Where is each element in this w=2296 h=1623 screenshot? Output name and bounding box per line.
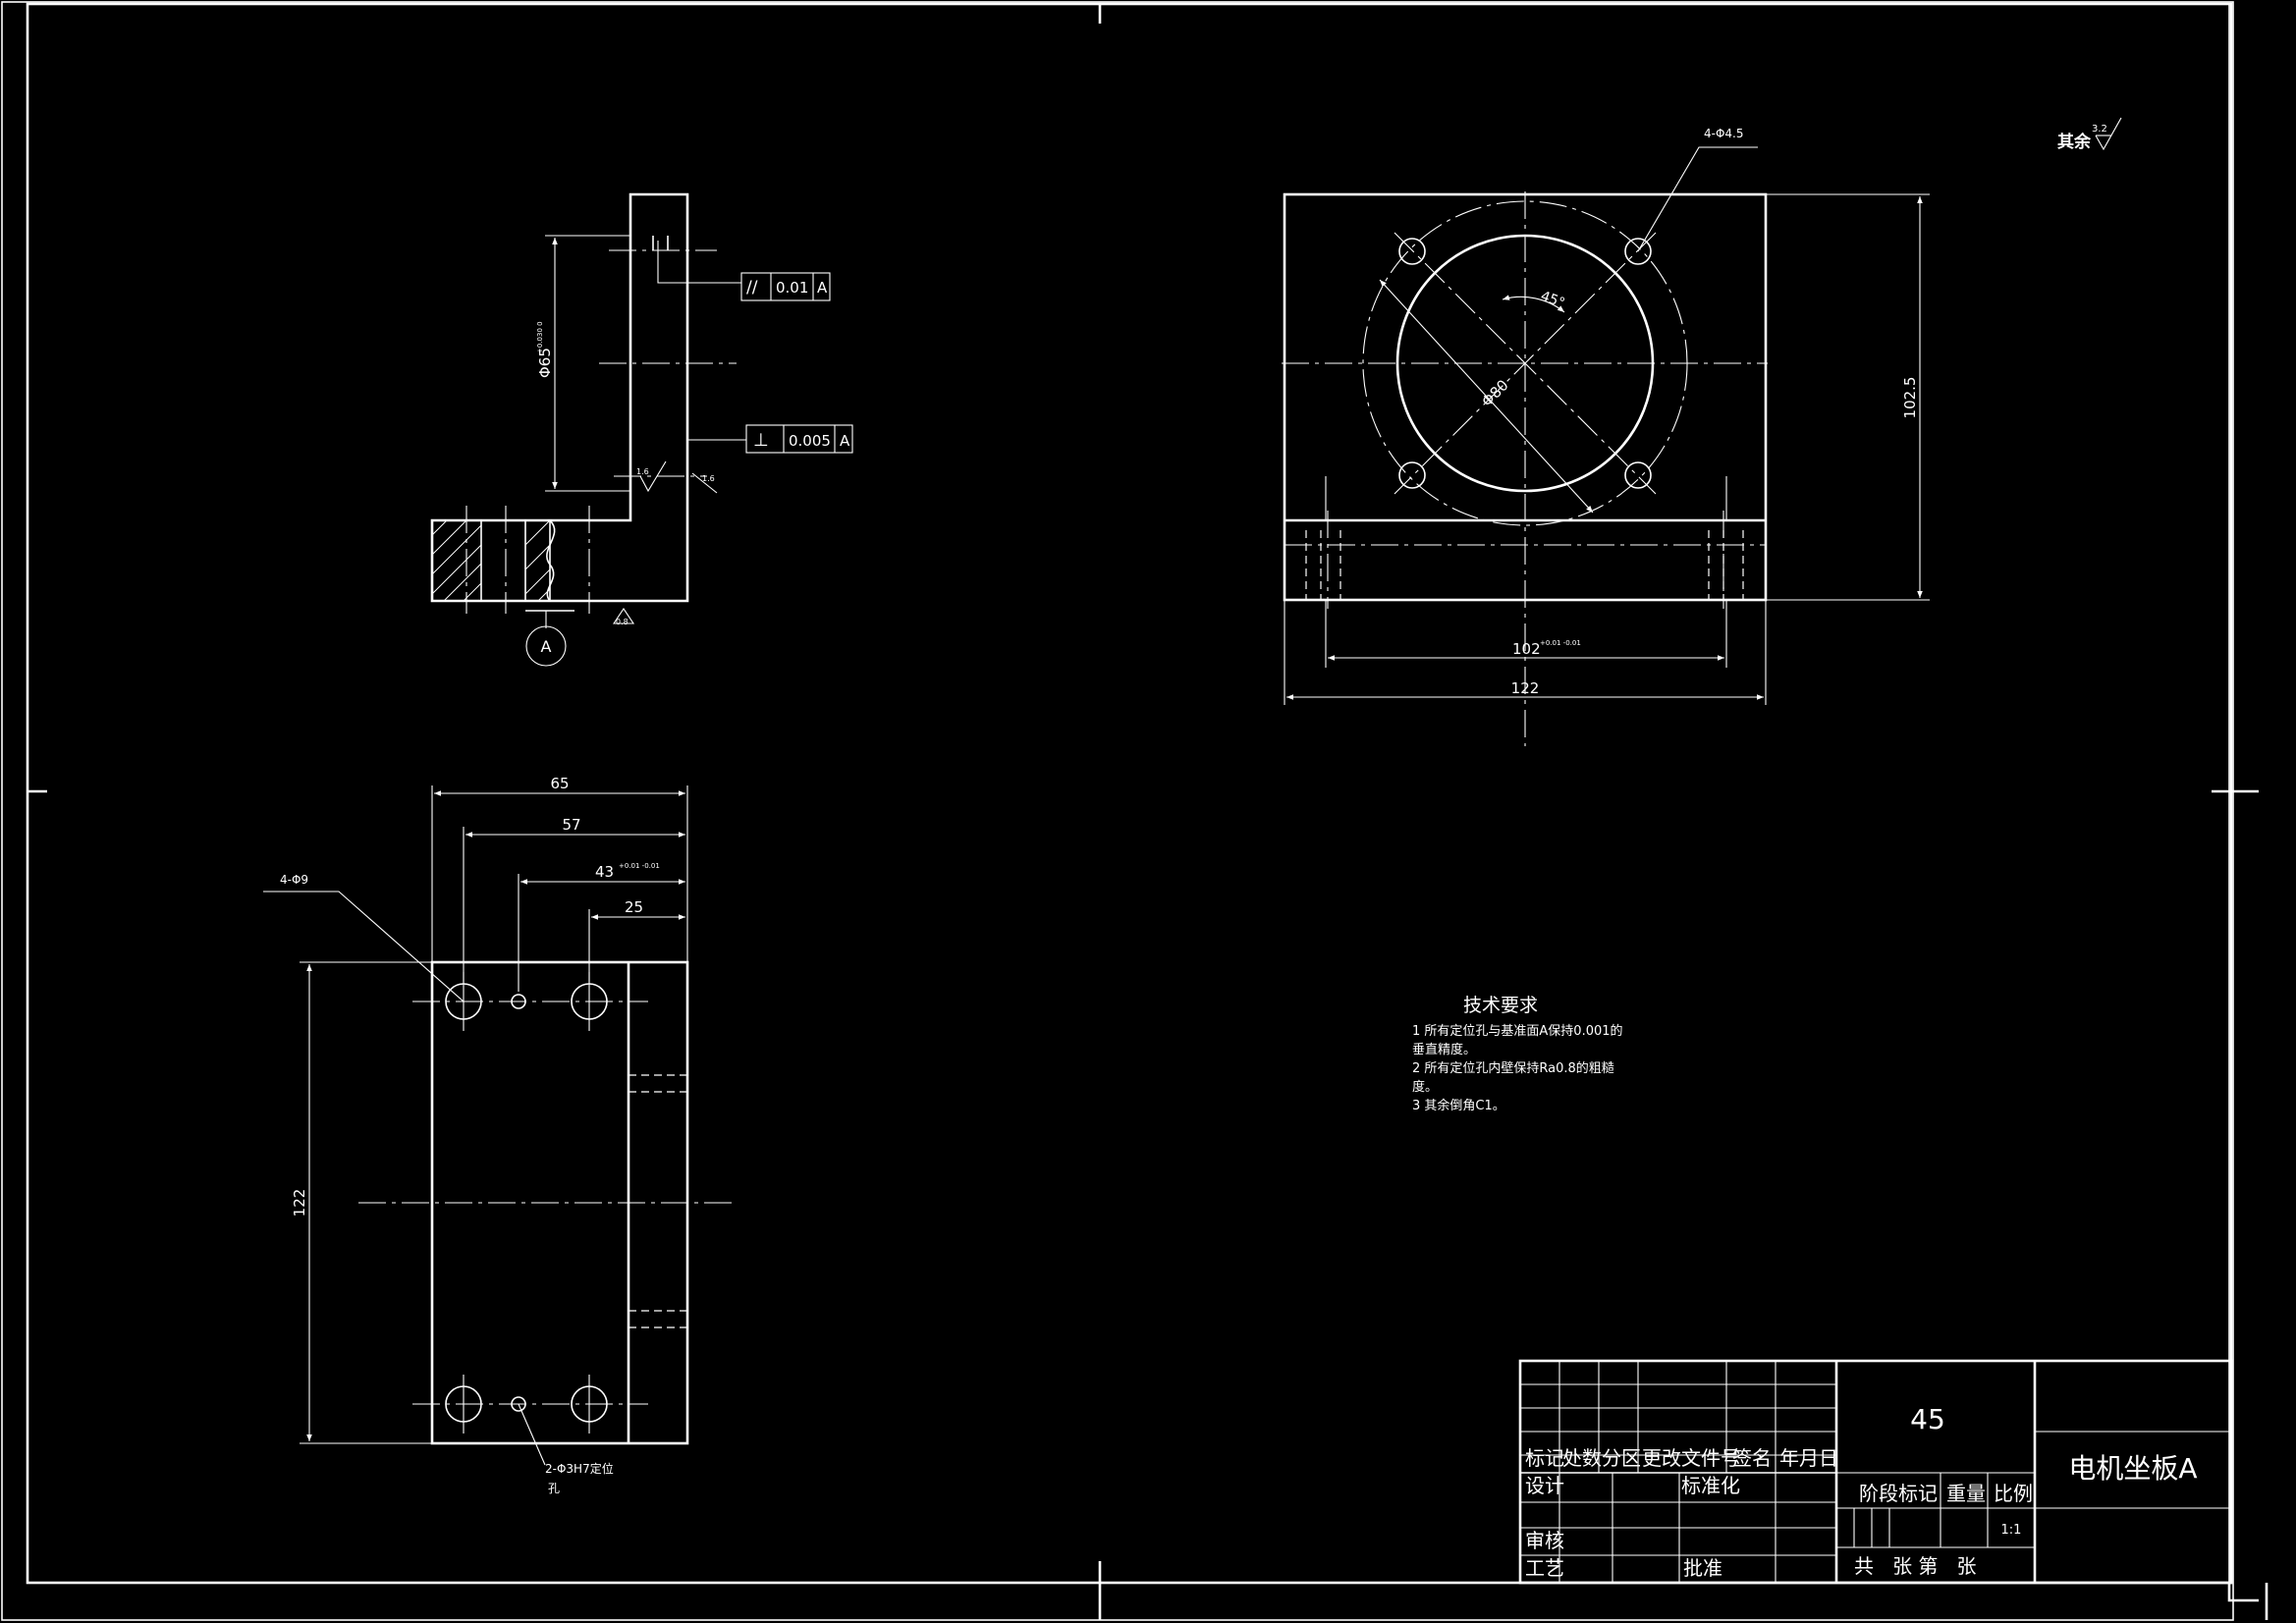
dim-57-label: 57 — [562, 816, 580, 834]
perpendicularity-frame: ⊥ 0.005 A — [745, 424, 853, 454]
dim-65-label: 65 — [550, 775, 569, 792]
roughness-2-value: 1.6 — [702, 474, 715, 483]
front-hole-callout: 4-Φ4.5 — [1704, 127, 1744, 140]
bolt-hole — [1398, 461, 1426, 489]
roughness-mark-3-icon — [612, 608, 635, 624]
pin-callout-line2: 孔 — [548, 1482, 560, 1495]
tb-scale-label: 比例 — [1994, 1482, 2033, 1505]
roughness-general-label: 其余 — [2057, 132, 2092, 152]
general-roughness-note: 其余 3.2 — [2057, 117, 2122, 152]
hole-spacing-tol: +0.01 -0.01 — [1540, 639, 1581, 647]
roughness-mark-2-icon — [691, 472, 718, 494]
tb-design-label: 设计 — [1525, 1474, 1564, 1497]
technical-requirements: 技术要求 1 所有定位孔与基准面A保持0.001的 垂直精度。 2 所有定位孔内… — [1412, 995, 1623, 1113]
pin-hole — [511, 1396, 526, 1412]
dim-122-label: 122 — [291, 1189, 308, 1217]
tb-stage-mark-label: 阶段标记 — [1859, 1482, 1938, 1505]
tb-header: 更改文件号 — [1642, 1446, 1740, 1470]
pin-callout-line1: 2-Φ3H7定位 — [545, 1461, 614, 1476]
tech-req-title: 技术要求 — [1463, 995, 1538, 1016]
front-view: 4-Φ4.5 45° Φ80 102.5 102 +0.01 -0.01 122 — [1282, 127, 1930, 746]
height-label: 102.5 — [1901, 377, 1919, 419]
width-label: 122 — [1511, 679, 1540, 697]
tb-weight-label: 重量 — [1946, 1482, 1986, 1505]
tech-req-line: 垂直精度。 — [1412, 1042, 1476, 1057]
bolt-hole — [1624, 461, 1652, 489]
roughness-3-value: 0.8 — [616, 618, 629, 626]
tech-req-line: 1 所有定位孔与基准面A保持0.001的 — [1412, 1023, 1623, 1039]
tech-req-line: 度。 — [1412, 1079, 1438, 1095]
bolt-hole — [1624, 238, 1652, 265]
datum-a-label: A — [541, 637, 552, 656]
top-hole-callout: 4-Φ9 — [280, 873, 308, 887]
bore-tol-label: +0.030 0 — [536, 321, 544, 353]
tb-material: 45 — [1910, 1403, 1945, 1435]
tb-scale-value: 1:1 — [2001, 1523, 2022, 1538]
perpendicularity-value: 0.005 — [789, 432, 831, 450]
tb-approve-label: 批准 — [1683, 1556, 1722, 1580]
side-view-hatching — [431, 519, 551, 602]
parallelism-frame: // 0.01 A — [740, 272, 831, 301]
perpendicular-symbol-icon: ⊥ — [753, 430, 769, 451]
parallelism-datum: A — [817, 279, 828, 297]
tb-part-name: 电机坐板A — [2068, 1452, 2197, 1485]
tb-sheet-info: 共 张 第 张 — [1854, 1554, 1977, 1578]
hole-spacing-label: 102 — [1512, 640, 1541, 658]
tb-header: 签名 — [1732, 1446, 1772, 1470]
tb-header: 分区 — [1602, 1446, 1641, 1470]
parallel-symbol-icon: // — [746, 278, 758, 298]
dim-25-label: 25 — [625, 898, 643, 916]
pin-hole — [511, 994, 526, 1009]
perpendicularity-datum: A — [840, 432, 850, 450]
roughness-symbol-icon — [2095, 117, 2122, 151]
tech-req-line: 3 其余倒角C1。 — [1412, 1098, 1505, 1113]
tech-req-line: 2 所有定位孔内壁保持Ra0.8的粗糙 — [1412, 1060, 1614, 1076]
tb-process-label: 工艺 — [1525, 1556, 1564, 1580]
roughness-general-value: 3.2 — [2092, 124, 2107, 135]
side-view: Φ65 +0.030 0 // 0.01 A ⊥ 0.005 A 1.6 1.6… — [430, 192, 853, 667]
roughness-mark-1-icon — [639, 460, 667, 493]
dim-43-label: 43 — [595, 863, 614, 881]
title-block: 标记 处数 分区 更改文件号 签名 年月日 设计 标准化 审核 工艺 批准 45… — [1518, 1359, 2233, 1585]
parallelism-value: 0.01 — [776, 279, 808, 297]
circle-dia-label: Φ80 — [1478, 376, 1512, 410]
bolt-hole — [1398, 238, 1426, 265]
tb-header: 年月日 — [1779, 1446, 1838, 1470]
dim-43-tol: +0.01 -0.01 — [619, 862, 660, 870]
angle-label: 45° — [1539, 289, 1567, 312]
side-view-outline — [430, 192, 689, 603]
top-view: 65 57 43 +0.01 -0.01 25 122 4-Φ9 2-Φ3H7定… — [263, 775, 732, 1495]
tb-header: 处数 — [1562, 1446, 1602, 1470]
tb-standardization-label: 标准化 — [1681, 1474, 1740, 1497]
datum-a-circle — [525, 625, 567, 667]
tb-check-label: 审核 — [1525, 1529, 1564, 1552]
bore-dim-label: Φ65 — [536, 348, 554, 378]
tb-header: 标记 — [1525, 1446, 1564, 1470]
roughness-1-value: 1.6 — [636, 467, 649, 476]
